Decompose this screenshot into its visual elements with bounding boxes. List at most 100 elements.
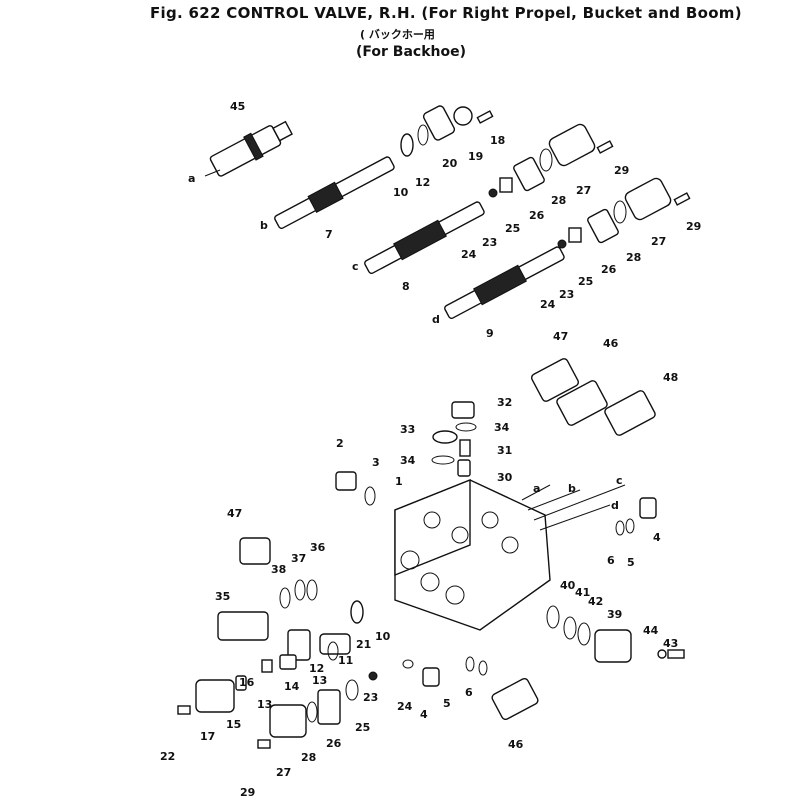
part-18-bolt[interactable] xyxy=(476,110,494,124)
part-33-plug[interactable] xyxy=(432,430,458,444)
part-8-spool[interactable] xyxy=(363,199,486,276)
part-45-cartridge[interactable] xyxy=(208,116,294,178)
label-24a: 24 xyxy=(461,248,477,261)
part-26-spring[interactable] xyxy=(513,156,546,192)
label-27a: 27 xyxy=(576,184,591,197)
label-41: 41 xyxy=(575,586,590,599)
figure-title: Fig. 622 CONTROL VALVE, R.H. (For Right … xyxy=(150,4,742,22)
label-29a: 29 xyxy=(614,164,629,177)
label-26c: 26 xyxy=(326,737,342,750)
part-25-collar[interactable] xyxy=(499,177,513,193)
label-48: 48 xyxy=(663,371,678,384)
label-44: 44 xyxy=(643,624,659,637)
label-a1: a xyxy=(188,172,195,185)
label-27c: 27 xyxy=(276,766,291,779)
part-43-bolt[interactable] xyxy=(667,649,685,659)
part-47-cartridge[interactable] xyxy=(530,357,579,402)
label-16: 16 xyxy=(239,676,255,689)
label-b1: b xyxy=(260,219,268,232)
label-8: 8 xyxy=(402,280,410,293)
label-34b: 34 xyxy=(400,454,416,467)
label-4b: 4 xyxy=(420,708,428,721)
label-c1: c xyxy=(352,260,359,273)
part-1-valve-body[interactable] xyxy=(394,478,551,631)
label-26b: 26 xyxy=(601,263,617,276)
label-19: 19 xyxy=(468,150,483,163)
label-46b: 46 xyxy=(508,738,524,751)
label-27b: 27 xyxy=(651,235,666,248)
part-46-cartridge[interactable] xyxy=(556,379,609,426)
label-23b: 23 xyxy=(559,288,574,301)
label-34a: 34 xyxy=(494,421,510,434)
part-39-cap[interactable] xyxy=(594,629,632,663)
label-47a: 47 xyxy=(553,330,568,343)
part-32-plug[interactable] xyxy=(451,401,475,419)
label-25a: 25 xyxy=(505,222,520,235)
label-39: 39 xyxy=(607,608,622,621)
part-27-cap-lower[interactable] xyxy=(269,704,307,738)
label-a2: a xyxy=(533,482,540,495)
label-22: 22 xyxy=(160,750,175,763)
part-7-spool[interactable] xyxy=(273,154,396,231)
label-35: 35 xyxy=(215,590,230,603)
part-4-plug[interactable] xyxy=(639,497,657,519)
label-28a: 28 xyxy=(551,194,566,207)
label-26a: 26 xyxy=(529,209,545,222)
label-43: 43 xyxy=(663,637,678,650)
label-45: 45 xyxy=(230,100,245,113)
label-6a: 6 xyxy=(607,554,615,567)
label-23a: 23 xyxy=(482,236,497,249)
label-47b: 47 xyxy=(227,507,242,520)
part-12-oring[interactable] xyxy=(417,124,429,146)
part-17-cap[interactable] xyxy=(195,679,235,713)
label-28b: 28 xyxy=(626,251,641,264)
label-25c: 25 xyxy=(355,721,370,734)
label-15: 15 xyxy=(226,718,241,731)
label-40: 40 xyxy=(560,579,576,592)
part-27-cap[interactable] xyxy=(547,122,596,167)
part-9-spool[interactable] xyxy=(443,244,566,321)
label-4a: 4 xyxy=(653,531,661,544)
label-10b: 10 xyxy=(375,630,391,643)
label-7: 7 xyxy=(325,228,333,241)
label-14: 14 xyxy=(284,680,300,693)
label-13b: 13 xyxy=(257,698,272,711)
part-19-nut[interactable] xyxy=(453,106,473,126)
label-36: 36 xyxy=(310,541,326,554)
label-d2: d xyxy=(611,499,619,512)
label-1: 1 xyxy=(395,475,403,488)
label-5a: 5 xyxy=(627,556,635,569)
label-10a: 10 xyxy=(393,186,409,199)
label-d1: d xyxy=(432,313,440,326)
part-10-ring[interactable] xyxy=(400,133,414,157)
figure-subtitle: (For Backhoe) xyxy=(356,44,466,60)
part-20-flange[interactable] xyxy=(422,105,456,142)
label-20: 20 xyxy=(442,157,458,170)
label-29b: 29 xyxy=(686,220,701,233)
label-5b: 5 xyxy=(443,697,451,710)
label-3: 3 xyxy=(372,456,380,469)
part-35-cartridge[interactable] xyxy=(217,611,269,641)
label-28c: 28 xyxy=(301,751,316,764)
label-12b: 12 xyxy=(309,662,324,675)
part-46-cartridge-lower[interactable] xyxy=(491,677,539,721)
label-24b: 24 xyxy=(540,298,556,311)
label-13a: 13 xyxy=(312,674,327,687)
label-38: 38 xyxy=(271,563,286,576)
label-9: 9 xyxy=(486,327,494,340)
part-2-plug[interactable] xyxy=(335,471,357,491)
part-31-spring[interactable] xyxy=(459,439,471,457)
label-42: 42 xyxy=(588,595,603,608)
label-24c: 24 xyxy=(397,700,413,713)
label-6b: 6 xyxy=(465,686,473,699)
label-25b: 25 xyxy=(578,275,593,288)
part-30-poppet[interactable] xyxy=(457,459,471,477)
part-47-cartridge-left[interactable] xyxy=(239,537,271,565)
label-29c: 29 xyxy=(240,786,255,799)
part-48-cartridge[interactable] xyxy=(604,389,657,436)
label-37: 37 xyxy=(291,552,306,565)
label-b2: b xyxy=(568,482,576,495)
label-11: 11 xyxy=(338,654,353,667)
label-46a: 46 xyxy=(603,337,619,350)
label-12: 12 xyxy=(415,176,430,189)
